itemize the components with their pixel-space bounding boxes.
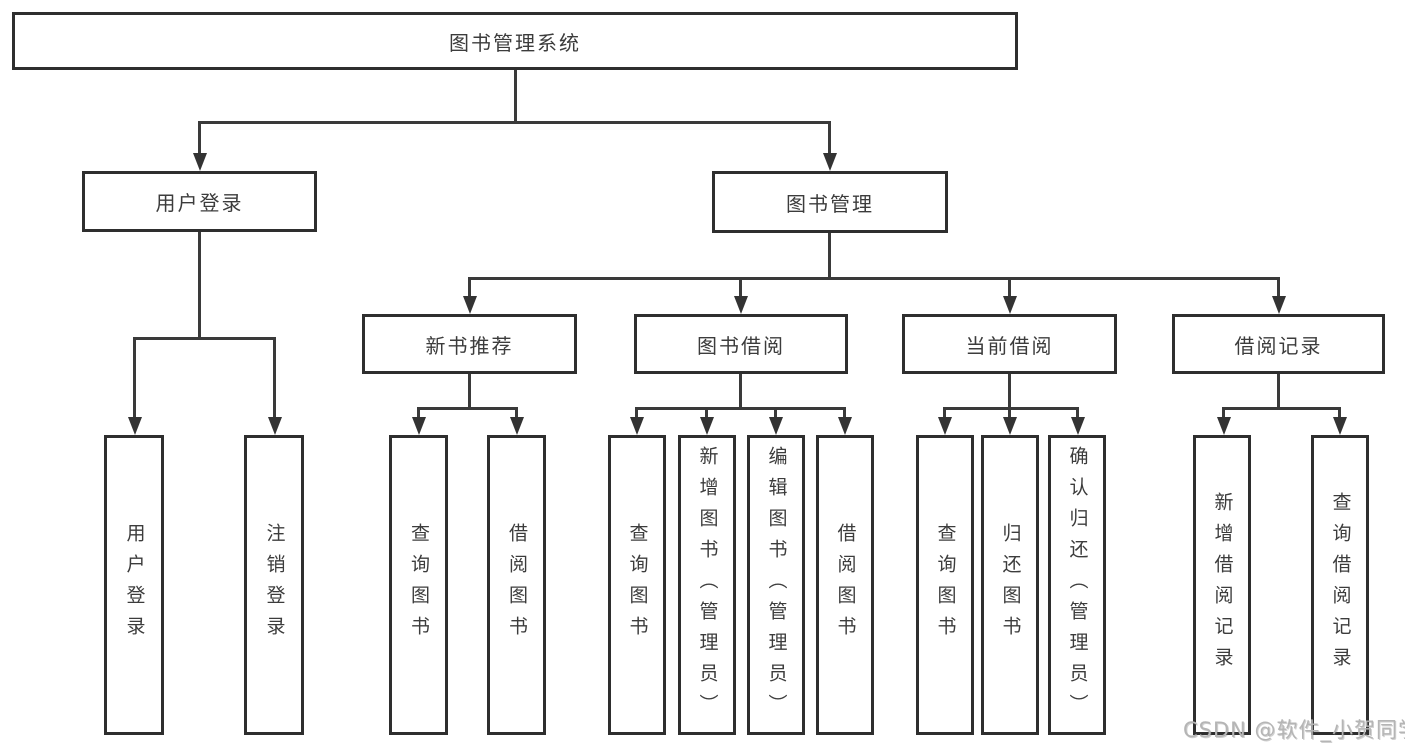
node-label: 借阅记录 — [1234, 333, 1323, 358]
connector-line — [705, 407, 708, 417]
node-user-login: 用户登录 — [82, 171, 317, 232]
connector-line — [468, 277, 471, 296]
node-new-book-recommend: 新书推荐 — [362, 314, 577, 374]
leaf-label: 查询借阅记录 — [1329, 492, 1352, 678]
connector-line — [635, 407, 638, 417]
leaf-label: 编辑图书（管理员） — [765, 445, 788, 725]
connector-line — [1008, 374, 1011, 407]
leaf-label: 查询图书 — [408, 523, 430, 647]
leaf-label: 查询图书 — [626, 523, 649, 647]
connector-line — [1338, 407, 1341, 417]
connector-line — [514, 70, 517, 121]
leaf-label: 新增图书（管理员） — [696, 445, 719, 725]
connector-line — [1222, 407, 1225, 417]
connector-line — [1222, 407, 1340, 410]
connector-line — [828, 121, 831, 153]
leaf-return-books: 归还图书 — [981, 435, 1039, 735]
leaf-query-books-current: 查询图书 — [916, 435, 974, 735]
leaf-query-borrow-record: 查询借阅记录 — [1311, 435, 1369, 735]
arrow-down-icon — [734, 296, 748, 314]
arrow-down-icon — [412, 417, 426, 435]
leaf-query-books-borrow: 查询图书 — [608, 435, 666, 735]
arrow-down-icon — [630, 417, 644, 435]
leaf-label: 注销登录 — [263, 523, 286, 647]
leaf-label: 确认归还（管理员） — [1066, 445, 1089, 725]
connector-line — [1008, 407, 1011, 417]
connector-line — [198, 232, 201, 337]
connector-line — [1008, 277, 1011, 296]
leaf-label: 借阅图书 — [506, 523, 528, 647]
node-book-borrow: 图书借阅 — [634, 314, 848, 374]
arrow-down-icon — [838, 417, 852, 435]
leaf-label: 用户登录 — [123, 523, 146, 647]
connector-line — [198, 121, 831, 124]
node-current-borrow: 当前借阅 — [902, 314, 1117, 374]
node-label: 图书管理系统 — [449, 30, 581, 55]
connector-line — [774, 407, 777, 417]
node-label: 当前借阅 — [965, 333, 1054, 358]
node-label: 图书借阅 — [697, 333, 785, 358]
connector-line — [843, 407, 846, 417]
leaf-label: 查询图书 — [934, 523, 957, 647]
connector-line — [133, 337, 276, 340]
leaf-label: 借阅图书 — [834, 523, 857, 647]
connector-line — [635, 407, 846, 410]
node-borrow-records: 借阅记录 — [1172, 314, 1385, 374]
node-label: 用户登录 — [155, 191, 244, 215]
arrow-down-icon — [1272, 296, 1286, 314]
node-library-management-system: 图书管理系统 — [12, 12, 1018, 70]
connector-line — [468, 374, 471, 407]
leaf-label: 新增借阅记录 — [1211, 492, 1234, 678]
leaf-label: 归还图书 — [999, 523, 1022, 647]
connector-line — [133, 337, 136, 417]
connector-line — [943, 407, 1079, 410]
connector-line — [1076, 407, 1079, 417]
connector-line — [828, 233, 831, 277]
arrow-down-icon — [128, 417, 142, 435]
node-label: 图书管理 — [786, 191, 874, 216]
leaf-edit-books-admin: 编辑图书（管理员） — [747, 435, 805, 735]
leaf-user-login: 用户登录 — [104, 435, 164, 735]
arrow-down-icon — [193, 153, 207, 171]
connector-line — [273, 337, 276, 417]
leaf-add-books-admin: 新增图书（管理员） — [678, 435, 736, 735]
connector-line — [417, 407, 518, 410]
arrow-down-icon — [938, 417, 952, 435]
connector-line — [515, 407, 518, 417]
connector-line — [468, 277, 1280, 280]
leaf-borrow-books-recommend: 借阅图书 — [487, 435, 546, 735]
node-book-management: 图书管理 — [712, 171, 948, 233]
connector-line — [198, 121, 201, 153]
node-label: 新书推荐 — [425, 333, 514, 358]
leaf-add-borrow-record: 新增借阅记录 — [1193, 435, 1251, 735]
leaf-logout: 注销登录 — [244, 435, 304, 735]
arrow-down-icon — [823, 153, 837, 171]
leaf-query-books-recommend: 查询图书 — [389, 435, 448, 735]
arrow-down-icon — [1071, 417, 1085, 435]
arrow-down-icon — [268, 417, 282, 435]
connector-line — [739, 277, 742, 296]
arrow-down-icon — [463, 296, 477, 314]
connector-line — [417, 407, 420, 417]
arrow-down-icon — [1333, 417, 1347, 435]
arrow-down-icon — [1003, 296, 1017, 314]
arrow-down-icon — [769, 417, 783, 435]
arrow-down-icon — [1217, 417, 1231, 435]
connector-line — [739, 374, 742, 407]
connector-line — [1277, 374, 1280, 407]
arrow-down-icon — [700, 417, 714, 435]
connector-line — [943, 407, 946, 417]
arrow-down-icon — [510, 417, 524, 435]
csdn-watermark: CSDN @软件_小贺同学 — [1183, 718, 1405, 742]
arrow-down-icon — [1003, 417, 1017, 435]
leaf-borrow-books: 借阅图书 — [816, 435, 874, 735]
leaf-confirm-return-admin: 确认归还（管理员） — [1048, 435, 1106, 735]
connector-line — [1277, 277, 1280, 296]
